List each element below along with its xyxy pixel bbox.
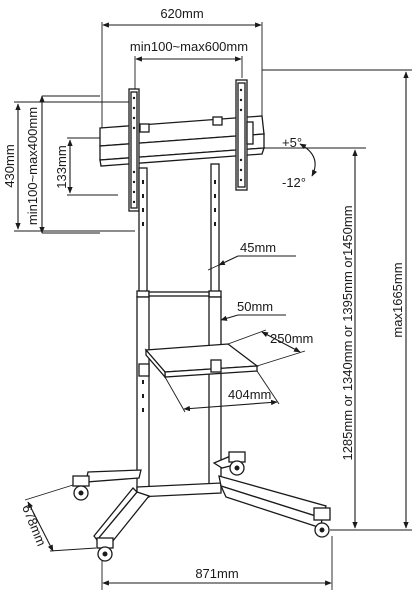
- dimension-label-250mm: 250mm: [270, 331, 313, 346]
- caster-back-right: [228, 451, 246, 476]
- dimension-label-133mm: 133mm: [54, 145, 69, 188]
- tv-mounting-bracket: [99, 79, 265, 212]
- stand-columns: [136, 163, 222, 498]
- dimension-vesa-vertical: min100~max400mm: [25, 95, 100, 234]
- tilt-down-label: -12°: [282, 175, 306, 190]
- dimension-label-871mm: 871mm: [195, 566, 238, 581]
- tilt-up-label: +5°: [282, 135, 302, 150]
- dimension-50mm: 50mm: [220, 299, 286, 321]
- dimension-label-404mm: 404mm: [228, 387, 271, 402]
- dimension-label-430mm: 430mm: [2, 144, 17, 187]
- dimension-404mm: 404mm: [164, 370, 280, 413]
- caster-front-left: [96, 537, 114, 562]
- dimension-label-678mm: 678mm: [19, 502, 49, 548]
- dimension-vesa-horizontal: min100~max600mm: [130, 39, 248, 100]
- dimension-label-620mm: 620mm: [160, 6, 203, 21]
- media-shelf: [138, 343, 259, 379]
- dimension-label-vesa-vertical: min100~max400mm: [25, 107, 40, 225]
- dimension-430mm: 430mm: [2, 101, 135, 232]
- dimension-133mm: 133mm: [54, 137, 118, 196]
- dimension-label-max-height: max1665mm: [390, 262, 405, 337]
- dimension-45mm: 45mm: [207, 240, 296, 271]
- caster-back-left: [72, 475, 90, 501]
- dimension-label-vesa-horizontal: min100~max600mm: [130, 39, 248, 54]
- stand-base: [72, 451, 331, 562]
- caster-front-right: [313, 507, 331, 538]
- dimension-height-options: 1285mm or 1340mm or 1395mm or1450mm: [264, 147, 366, 529]
- dimension-label-45mm: 45mm: [240, 240, 276, 255]
- dimension-label-50mm: 50mm: [237, 299, 273, 314]
- dimension-250mm: 250mm: [227, 329, 313, 367]
- dimension-max-height: max1665mm: [262, 69, 412, 531]
- tilt-indicator: +5° -12°: [282, 135, 318, 190]
- dimension-871mm: 871mm: [101, 536, 333, 590]
- dimension-label-height-options: 1285mm or 1340mm or 1395mm or1450mm: [340, 205, 355, 460]
